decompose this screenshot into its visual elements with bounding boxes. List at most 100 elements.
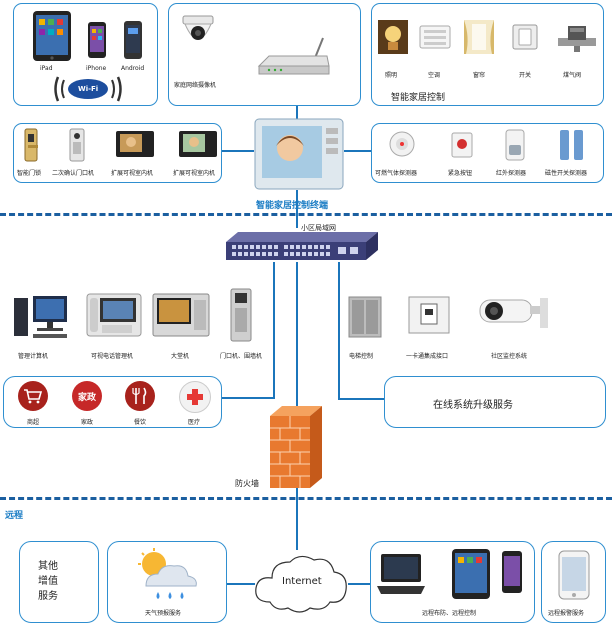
camera-router-box: 家庭网络摄像机 (168, 3, 361, 106)
air-conditioner-icon (419, 25, 451, 49)
lighting-label: 照明 (385, 72, 398, 79)
indoor-monitor-2-icon (179, 131, 217, 157)
gas-detector-icon (389, 131, 415, 157)
weather-service-box: 天气预报服务 (107, 541, 227, 623)
firewall-to-internet-line (296, 488, 298, 550)
firewall-label: 防火墙 (235, 479, 259, 488)
video-phone-manager-icon (86, 293, 142, 337)
wifi-icon (54, 76, 122, 102)
remote-label: 远程 (5, 511, 24, 521)
other-services-box: 其他 增值 服务 (19, 541, 99, 623)
network-switch-icon (226, 232, 378, 260)
lan-to-firewall-line (296, 262, 298, 407)
surveillance-camera-icon (479, 298, 548, 328)
upgrade-connector (338, 398, 384, 400)
upgrade-service-box: 在线系统升级服务 (384, 376, 606, 428)
smart-home-control-box: 照明 空调 窗帘 开关 煤气阀 智能家居控制 (371, 3, 604, 106)
card-interface-label: 一卡通集成接口 (406, 353, 449, 360)
other-services-label: 其他 增值 服务 (38, 561, 58, 602)
remote-control-label: 远程布防、远程控制 (422, 610, 477, 617)
internet-label: Internet (282, 576, 322, 587)
door-station-icon (69, 128, 85, 162)
weather-label: 天气预报服务 (145, 610, 182, 617)
management-computer-label: 管理计算机 (18, 353, 49, 360)
magnetic-switch-icon (560, 130, 583, 160)
camera-label: 家庭网络摄像机 (174, 82, 217, 89)
housekeeping-icon: 家政 (72, 381, 102, 411)
medical-label: 医疗 (188, 419, 201, 426)
ipad-icon (33, 11, 71, 61)
smart-lock-icon (24, 128, 38, 162)
door-station-label: 二次确认门口机 (52, 170, 95, 177)
catering-label: 餐饮 (134, 419, 147, 426)
android-label: Android (121, 65, 145, 72)
medical-icon (179, 381, 211, 413)
lan-right-branch (338, 262, 340, 400)
iphone-label: iPhone (86, 65, 107, 72)
lan-left-branch (273, 262, 275, 398)
sensors-box: 可燃气体探测器 紧急按钮 红外探测器 磁性开关探测器 (371, 123, 604, 183)
terminal-right-connector (344, 150, 372, 152)
iphone-icon (88, 22, 106, 58)
infrared-detector-icon (505, 129, 525, 161)
smart-lock-label: 智能门锁 (17, 170, 42, 177)
curtain-label: 窗帘 (473, 72, 486, 79)
catering-icon (125, 381, 155, 411)
terminal-left-connector (222, 150, 254, 152)
divider-bottom (0, 497, 612, 500)
supermarket-icon (18, 381, 48, 411)
remote-control-box: 远程布防、远程控制 (370, 541, 535, 623)
emergency-button-label: 紧急按钮 (448, 170, 473, 177)
services-connector (222, 397, 275, 399)
upgrade-label: 在线系统升级服务 (433, 400, 513, 411)
aircon-label: 空调 (428, 72, 441, 79)
weather-icon (138, 548, 197, 599)
indoor-monitor-icon (116, 131, 154, 157)
wireless-router-icon (257, 37, 330, 75)
wifi-label: Wi-Fi (78, 85, 99, 93)
mobile-devices-box: iPad iPhone Android Wi-Fi (13, 3, 158, 106)
magnetic-switch-label: 磁性开关探测器 (545, 170, 588, 177)
indoor-monitor-2-label: 扩展可视室内机 (173, 170, 216, 177)
access-devices-box: 智能门锁 二次确认门口机 扩展可视室内机 扩展可视室内机 (13, 123, 222, 183)
android-phone-icon (124, 21, 142, 59)
internet-left-connector (227, 583, 255, 585)
lighting-icon (378, 20, 408, 54)
tablet-icon (452, 549, 490, 599)
lobby-station-label: 大堂机 (171, 353, 190, 360)
remote-alarm-label: 远程报警服务 (548, 610, 585, 617)
gas-detector-label: 可燃气体探测器 (375, 170, 418, 177)
firewall-icon (270, 406, 322, 488)
housekeeping-label: 家政 (81, 419, 94, 426)
control-terminal-icon (254, 118, 344, 190)
door-wall-station-icon (230, 288, 252, 342)
remote-alarm-box: 远程报警服务 (541, 541, 606, 623)
switch-label: 开关 (519, 72, 532, 79)
curtain-icon (464, 20, 494, 54)
switch-icon (512, 24, 538, 50)
internet-right-connector (348, 583, 370, 585)
infrared-detector-label: 红外探测器 (496, 170, 527, 177)
services-box: 家政 商超 家政 餐饮 医疗 (3, 376, 222, 428)
divider-top (0, 213, 612, 216)
housekeeping-icon-text: 家政 (77, 392, 96, 403)
supermarket-label: 商超 (27, 419, 40, 426)
indoor-monitor-label: 扩展可视室内机 (111, 170, 154, 177)
terminal-label: 智能家居控制终端 (256, 201, 329, 211)
surveillance-label: 社区监控系统 (491, 353, 528, 360)
gas-valve-icon (558, 26, 596, 52)
terminal-to-lan-line (296, 190, 298, 228)
management-computer-icon (14, 296, 67, 338)
gas-valve-label: 煤气阀 (563, 72, 582, 79)
smart-home-title: 智能家居控制 (391, 93, 446, 103)
lobby-station-icon (152, 293, 210, 337)
smartphone-icon (502, 551, 522, 593)
alarm-phone-icon (558, 550, 590, 600)
emergency-button-icon (451, 132, 473, 158)
door-wall-station-label: 门口机、围墙机 (220, 353, 263, 360)
ipad-label: iPad (40, 65, 53, 72)
elevator-label: 电梯控制 (349, 353, 374, 360)
video-phone-manager-label: 可视电话管理机 (91, 353, 134, 360)
dome-camera-icon (182, 15, 214, 40)
elevator-control-icon (348, 296, 382, 338)
